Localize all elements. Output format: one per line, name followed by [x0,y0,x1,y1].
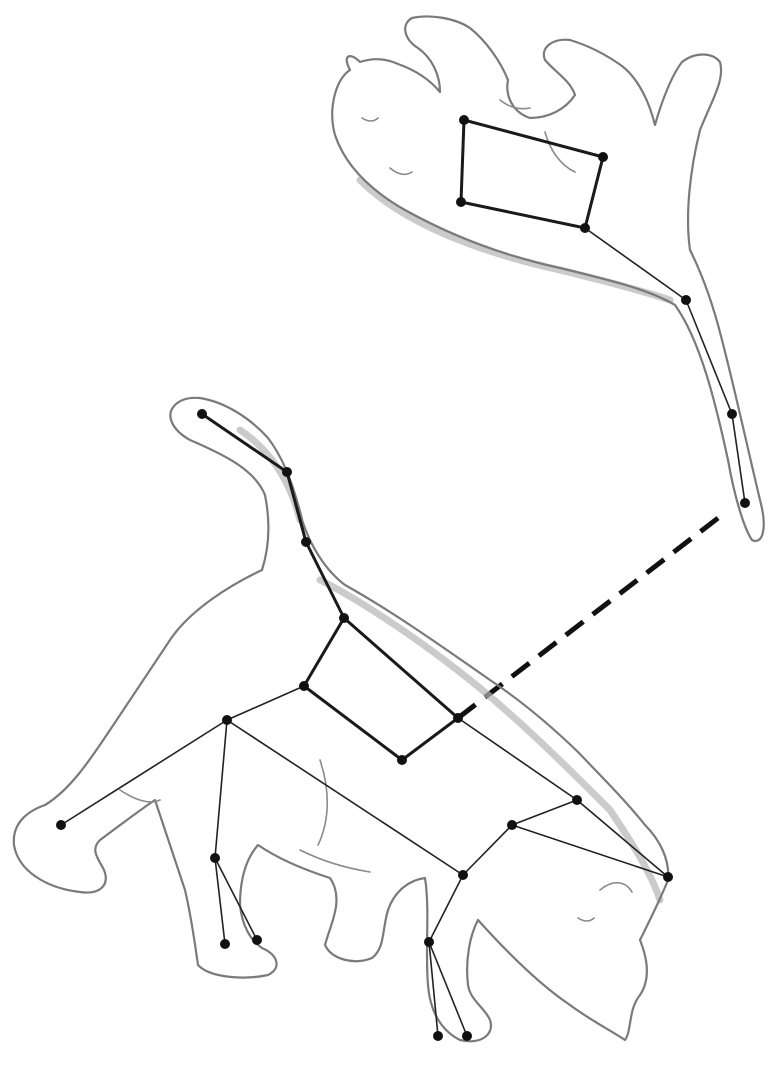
star [301,537,311,547]
small-bear-shading [360,180,670,300]
star [453,713,463,723]
star [598,152,608,162]
star [210,853,220,863]
small-bear-stars [456,115,750,508]
great-bear-outline [14,398,668,1041]
star [397,755,407,765]
small-bear-figure [332,16,763,540]
star [424,937,434,947]
polaris-star [740,498,750,508]
small-bear-leg-line-2 [500,100,530,109]
star [458,870,468,880]
star [252,935,262,945]
pointer-dashed-line [458,515,722,718]
great-bear-eye [578,918,594,921]
star [681,295,691,305]
small-bear-mouth [390,168,412,174]
star [222,715,232,725]
star [507,820,517,830]
small-bear-outline [332,16,763,540]
star [727,409,737,419]
star [433,1031,443,1041]
star [580,223,590,233]
great-bear-constellation-lines [61,414,668,1036]
small-bear-constellation-lines [461,120,745,503]
small-bear-leg-line [545,132,575,172]
star [459,115,469,125]
star [299,681,309,691]
star [56,820,66,830]
great-bear-leg-line [300,850,370,872]
small-bear-eye [362,118,378,121]
star [197,409,207,419]
star [663,872,673,882]
star [456,197,466,207]
great-bear-stars [56,409,673,1041]
star [462,1031,472,1041]
great-bear-ear [600,883,632,892]
star [339,613,349,623]
great-bear-figure [14,398,673,1041]
star [572,795,582,805]
great-bear-hip-line [318,760,327,845]
star [282,467,292,477]
star [220,939,230,949]
